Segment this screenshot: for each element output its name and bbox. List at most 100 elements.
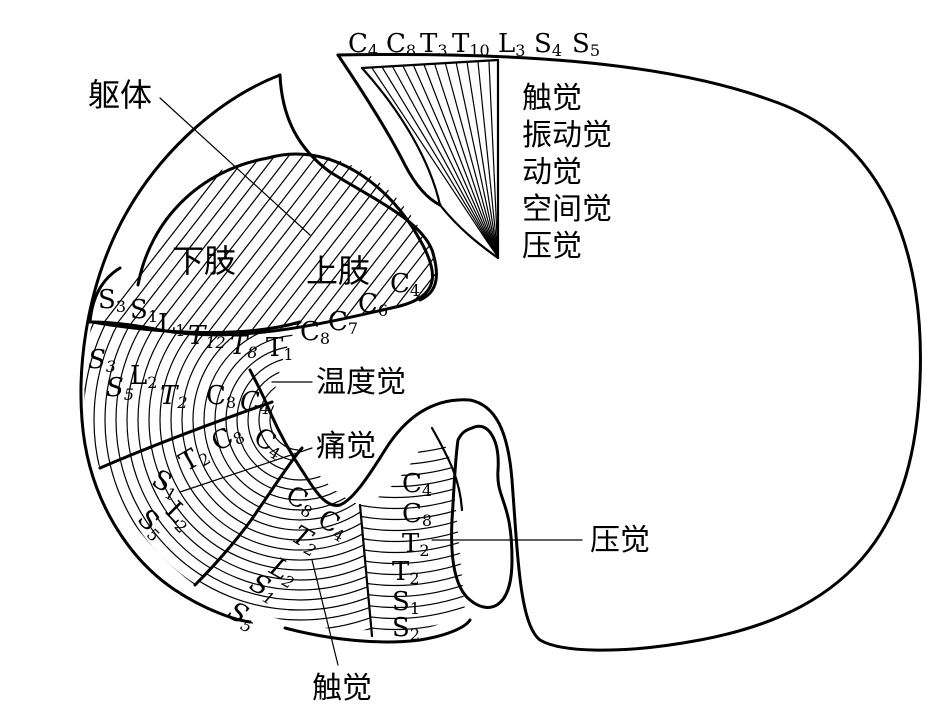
pain-arc bbox=[126, 402, 300, 585]
fasc-line bbox=[227, 153, 429, 335]
fasc-line bbox=[325, 153, 437, 335]
touch-arc bbox=[195, 452, 372, 631]
touch-arc bbox=[195, 452, 372, 611]
seg-l3-top: L3 bbox=[498, 29, 525, 60]
temp-arc bbox=[236, 356, 300, 468]
touch-arc bbox=[195, 452, 372, 631]
touch-arc bbox=[219, 452, 372, 501]
fasc-line bbox=[101, 153, 303, 335]
touch-arc bbox=[195, 452, 372, 631]
seg-c4-press: C4 bbox=[402, 469, 432, 500]
fasc-line bbox=[297, 153, 437, 335]
temp-arc bbox=[214, 334, 300, 468]
fasc-line bbox=[269, 153, 437, 335]
fasc-line bbox=[283, 153, 437, 335]
press-line bbox=[360, 527, 465, 543]
fan-line bbox=[477, 61, 498, 258]
seg-c4-fasc: C4 bbox=[390, 269, 420, 300]
fasc-line bbox=[92, 153, 289, 335]
pain-segment-labels: C4 C8 T2 S1 L2 S5 bbox=[131, 422, 284, 545]
dorsal-modality-labels: 触觉 振动觉 动觉 空间觉 压觉 bbox=[522, 81, 612, 264]
fasc-line bbox=[171, 153, 373, 335]
seg-t1-fasc: T1 bbox=[266, 333, 294, 364]
temp-arc bbox=[203, 323, 300, 468]
fasc-line bbox=[213, 153, 415, 335]
fasc-line bbox=[129, 153, 331, 335]
pain-arc bbox=[100, 402, 300, 585]
seg-t2a-press: T2 bbox=[402, 529, 430, 560]
fasc-line bbox=[92, 153, 275, 335]
label-lower-limb: 下肢 bbox=[172, 242, 236, 280]
fan-line bbox=[444, 61, 498, 258]
touch-arc bbox=[195, 452, 372, 601]
temp-arc bbox=[84, 322, 300, 468]
seg-s1-press: S1 bbox=[392, 587, 420, 618]
touch-arc bbox=[195, 452, 372, 631]
pain-arc bbox=[159, 402, 300, 561]
modality-spatial: 空间觉 bbox=[522, 192, 612, 227]
pain-arc bbox=[100, 402, 300, 585]
seg-s2-press: S2 bbox=[392, 613, 420, 644]
pain-arc bbox=[258, 402, 300, 462]
pain-arc bbox=[137, 402, 300, 583]
seg-s3-fasc: S3 bbox=[98, 285, 126, 316]
label-touch: 触觉 bbox=[312, 671, 372, 706]
fasc-line bbox=[157, 153, 359, 335]
seg-s3-temp: S3 bbox=[88, 345, 116, 376]
fan-line bbox=[411, 61, 498, 258]
seg-l2-temp: L2 bbox=[130, 361, 157, 392]
seg-c8-touch: C8 bbox=[280, 480, 322, 522]
seg-c8-top: C8 bbox=[386, 29, 416, 60]
seg-t10-top: T10 bbox=[452, 29, 490, 60]
pain-arc bbox=[148, 402, 300, 572]
seg-c4-top: C4 bbox=[348, 29, 378, 60]
seg-c4-touch: C4 bbox=[312, 504, 354, 546]
fasc-line bbox=[241, 153, 437, 335]
seg-s4-top: S4 bbox=[534, 29, 562, 60]
modality-touch: 触觉 bbox=[522, 81, 582, 116]
label-pressure: 压觉 bbox=[590, 523, 650, 558]
label-temperature: 温度觉 bbox=[316, 365, 406, 400]
seg-l1-fasc: L1 bbox=[158, 309, 185, 340]
modality-pressure: 压觉 bbox=[522, 229, 582, 264]
seg-s5-touch: S5 bbox=[222, 596, 262, 637]
fan-line bbox=[422, 61, 498, 258]
fan-line bbox=[433, 61, 498, 258]
touch-arc bbox=[195, 452, 372, 631]
label-pain: 痛觉 bbox=[316, 429, 376, 464]
region-labels: 躯体 下肢 上肢 温度觉 痛觉 压觉 触觉 bbox=[88, 76, 650, 706]
cord-outline bbox=[79, 52, 922, 652]
pain-arc bbox=[100, 402, 300, 585]
seg-t2-temp: T2 bbox=[160, 381, 188, 412]
seg-s5-temp: S5 bbox=[106, 373, 134, 404]
seg-s5-top: S5 bbox=[572, 29, 600, 60]
label-trunk: 躯体 bbox=[88, 76, 152, 114]
fasc-line bbox=[311, 153, 437, 335]
pain-arc bbox=[203, 402, 300, 517]
seg-t12-fasc: T12 bbox=[188, 321, 226, 352]
seg-t2b-press: T2 bbox=[392, 557, 420, 588]
pain-arc bbox=[225, 402, 300, 495]
seg-t3-top: T3 bbox=[420, 29, 448, 60]
touch-pointer bbox=[311, 559, 339, 666]
temp-arc bbox=[225, 345, 300, 468]
dorsal-column-fan bbox=[360, 58, 500, 260]
label-upper-limb: 上肢 bbox=[306, 252, 370, 290]
pain-arc bbox=[236, 402, 300, 484]
fasc-line bbox=[143, 153, 345, 335]
modality-kinesthesia: 动觉 bbox=[522, 155, 582, 190]
pain-arc bbox=[269, 402, 300, 451]
seg-c8-temp: C8 bbox=[206, 381, 236, 412]
ventral-horn bbox=[450, 424, 514, 609]
seg-c8-press: C8 bbox=[402, 499, 432, 530]
fan-line bbox=[488, 61, 498, 258]
fan-line bbox=[378, 61, 498, 258]
pain-pointer bbox=[179, 447, 313, 493]
pressure-segment-labels: C4 C8 T2 T2 S1 S2 bbox=[392, 469, 432, 644]
top-segment-labels: C4 C8 T3 T10 L3 S4 S5 bbox=[348, 29, 600, 60]
temperature-segment-labels: S3 S5 L2 T2 C8 C4 bbox=[88, 345, 270, 418]
fan-line bbox=[400, 61, 498, 258]
seg-c6-fasc: C6 bbox=[358, 289, 388, 320]
